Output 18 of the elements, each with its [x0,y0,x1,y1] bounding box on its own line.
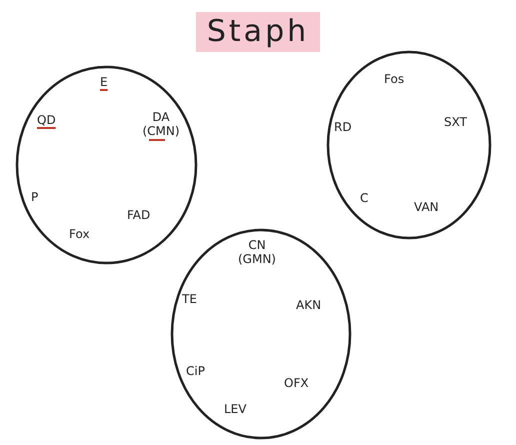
antibiotic-disc-label: OFX [284,376,309,390]
antibiotic-disc-label: VAN [414,200,439,214]
title: Staph [196,12,320,52]
antibiotic-disc-label: RD [334,120,352,134]
antibiotic-disc-label: CN (GMN) [237,238,277,266]
antibiotic-disc-label: C [360,191,368,205]
antibiotic-disc-label: AKN [296,298,322,312]
antibiotic-disc-label: FAD [127,208,150,222]
antibiotic-disc-label: QD [37,113,56,127]
antibiotic-disc-label: Fox [69,227,90,241]
antibiotic-disc-label: E [100,75,108,89]
antibiotic-disc-label: P [31,190,38,204]
antibiotic-disc-label: TE [182,292,197,306]
antibiotic-disc-label: LEV [224,402,246,416]
antibiotic-disc-label: SXT [444,115,467,129]
antibiotic-disc-label: Fos [384,72,404,86]
antibiotic-disc-label: CiP [186,364,205,378]
antibiotic-disc-label: DA (CMN) [141,110,181,138]
